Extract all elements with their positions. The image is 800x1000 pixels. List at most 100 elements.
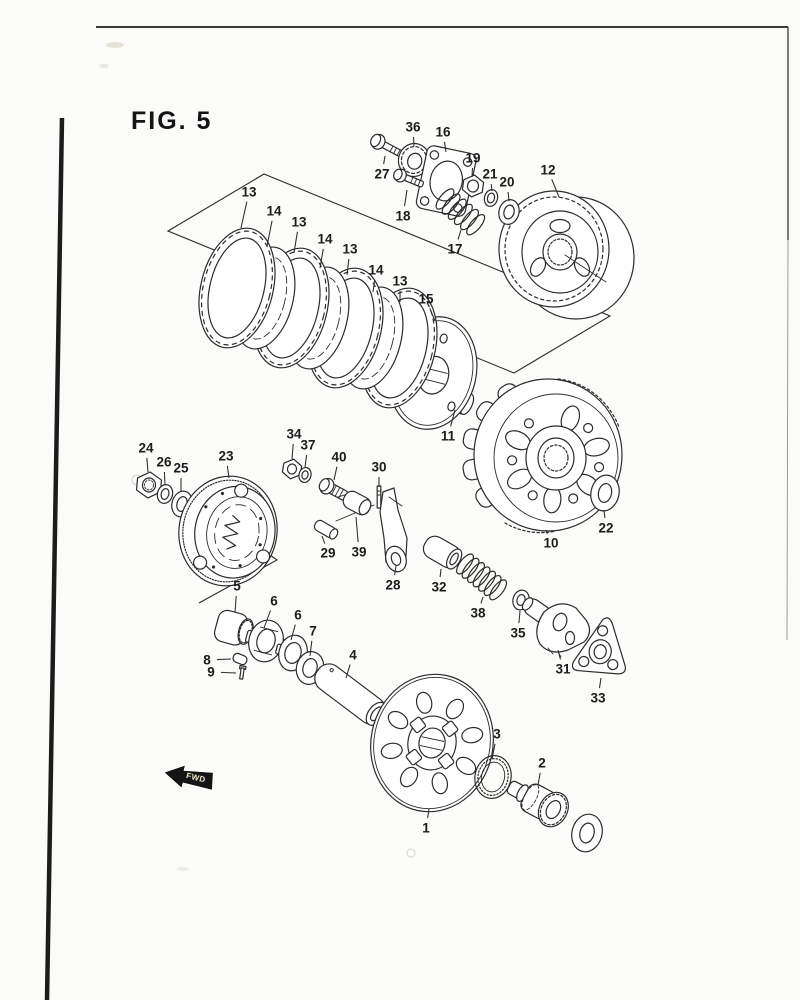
part-label-26-lock-washer: 26 [156, 455, 172, 486]
part-label-33-stopper-plate: 33 [590, 677, 606, 706]
part-number-text: 2 [538, 756, 546, 771]
part-number-text: 12 [540, 163, 555, 178]
leader-line [518, 610, 521, 624]
part-6-clutch-cam-front [244, 619, 288, 663]
part-label-13-friction-plate-1: 13 [240, 185, 257, 229]
leader-line [355, 516, 359, 543]
part-19-lock-nut [461, 174, 485, 198]
leader-line [480, 596, 484, 604]
leader-line [383, 155, 386, 165]
part-number-text: 23 [218, 449, 234, 464]
part-number-text: 25 [173, 461, 189, 476]
part-label-34-nut: 34 [286, 427, 302, 460]
gear-spline [547, 238, 573, 266]
part-number-text: 31 [555, 662, 571, 677]
leader-line [443, 141, 447, 153]
part-37-washer [298, 466, 312, 484]
part-label-32-bushing: 32 [431, 568, 447, 595]
part-30-push-rod [376, 485, 382, 509]
part-number-text: 28 [385, 578, 401, 593]
part-number-text: 14 [317, 232, 333, 247]
part-label-13-friction-plate-2: 13 [291, 215, 307, 254]
part-number-text: 11 [441, 429, 456, 444]
part-label-18-bolt: 18 [395, 189, 411, 224]
page-edges [44, 26, 789, 1000]
part-number-text: 20 [499, 175, 514, 190]
part-label-35-washer: 35 [510, 610, 526, 641]
part-number-text: 30 [371, 460, 386, 475]
gear-teeth [504, 196, 604, 302]
part-label-11-spacer: 11 [441, 409, 456, 444]
part-32-bushing [422, 535, 463, 570]
part-number-text: 35 [510, 626, 526, 641]
leader-line [507, 191, 510, 202]
part-number-text: 34 [286, 427, 302, 442]
part-label-25-washer: 25 [173, 461, 189, 492]
part-number-text: 27 [374, 167, 389, 182]
part-10-clutch-housing [462, 378, 623, 534]
part-28-release-arm [379, 487, 408, 573]
part-number-text: 10 [543, 536, 558, 551]
part-39-release-cam-piece [337, 490, 372, 516]
part-number-text: 3 [493, 727, 501, 742]
leader-line [598, 677, 602, 689]
part-label-14-drive-plate-3: 14 [368, 263, 384, 293]
part-label-36-bearing: 36 [405, 120, 421, 147]
leader-line [557, 649, 561, 660]
part-number-text: 24 [138, 441, 154, 456]
part-9-screw [238, 665, 247, 680]
part-number-text: 36 [405, 120, 421, 135]
part-number-text: 39 [351, 545, 366, 560]
leader-line [226, 465, 230, 479]
part-21-washer [483, 189, 499, 207]
part-number-text: 26 [156, 455, 172, 470]
part-number-text: 13 [291, 215, 307, 230]
part-number-text: 17 [447, 242, 462, 257]
leader-line [404, 189, 408, 207]
housing-face [505, 405, 610, 514]
leader-line [266, 220, 273, 247]
housing-gear-teeth-bottom [504, 522, 557, 534]
leader-line [234, 595, 237, 613]
leader-line [491, 743, 496, 760]
part-label-1-clutch-drive-plate: 1 [422, 808, 430, 836]
part-label-3-clutch-band: 3 [491, 727, 501, 760]
part-number-text: 8 [203, 653, 211, 668]
part-24-lock-nut [135, 471, 163, 499]
leader-line [309, 640, 313, 657]
leader-line [290, 624, 296, 641]
part-8-pin [232, 652, 248, 666]
part-label-28-release-arm: 28 [385, 565, 401, 593]
leader-line [439, 568, 442, 578]
part-label-17-clutch-spring: 17 [447, 229, 463, 257]
part-number-text: 6 [270, 594, 278, 609]
part-38-release-spring [456, 553, 508, 601]
part-23-clutch-shoe-set [178, 475, 278, 587]
leader-line [394, 565, 397, 576]
part-26-lock-washer [156, 484, 174, 504]
part-number-text: 6 [294, 608, 302, 623]
leader-line [345, 664, 351, 679]
leader-line [333, 466, 338, 481]
figure-title: FIG. 5 [131, 107, 212, 135]
part-label-10-clutch-housing: 10 [543, 529, 559, 551]
part-label-37-washer: 37 [300, 438, 316, 468]
part-number-text: 13 [342, 242, 358, 257]
housing-gear-teeth-top [557, 378, 620, 428]
parts-layer [135, 133, 635, 853]
part-number-text: 5 [233, 579, 241, 594]
part-label-23-clutch-shoe-set: 23 [218, 449, 234, 479]
part-label-14-drive-plate-2: 14 [317, 232, 333, 269]
part-label-16-spring-plate: 16 [435, 125, 451, 153]
part-number-text: 9 [207, 665, 215, 680]
leader-line [603, 509, 606, 519]
part-number-text: 14 [266, 204, 282, 219]
part-label-22-thrust-washer: 22 [598, 509, 614, 536]
drive-plate-holes [380, 691, 484, 795]
part-20-washer [498, 199, 520, 225]
part-27-bolt [370, 133, 404, 158]
part-31-release-cam [521, 597, 591, 658]
part-number-text: 32 [431, 580, 446, 595]
leader-line [490, 183, 493, 192]
housing-bolt-holes [506, 418, 605, 504]
